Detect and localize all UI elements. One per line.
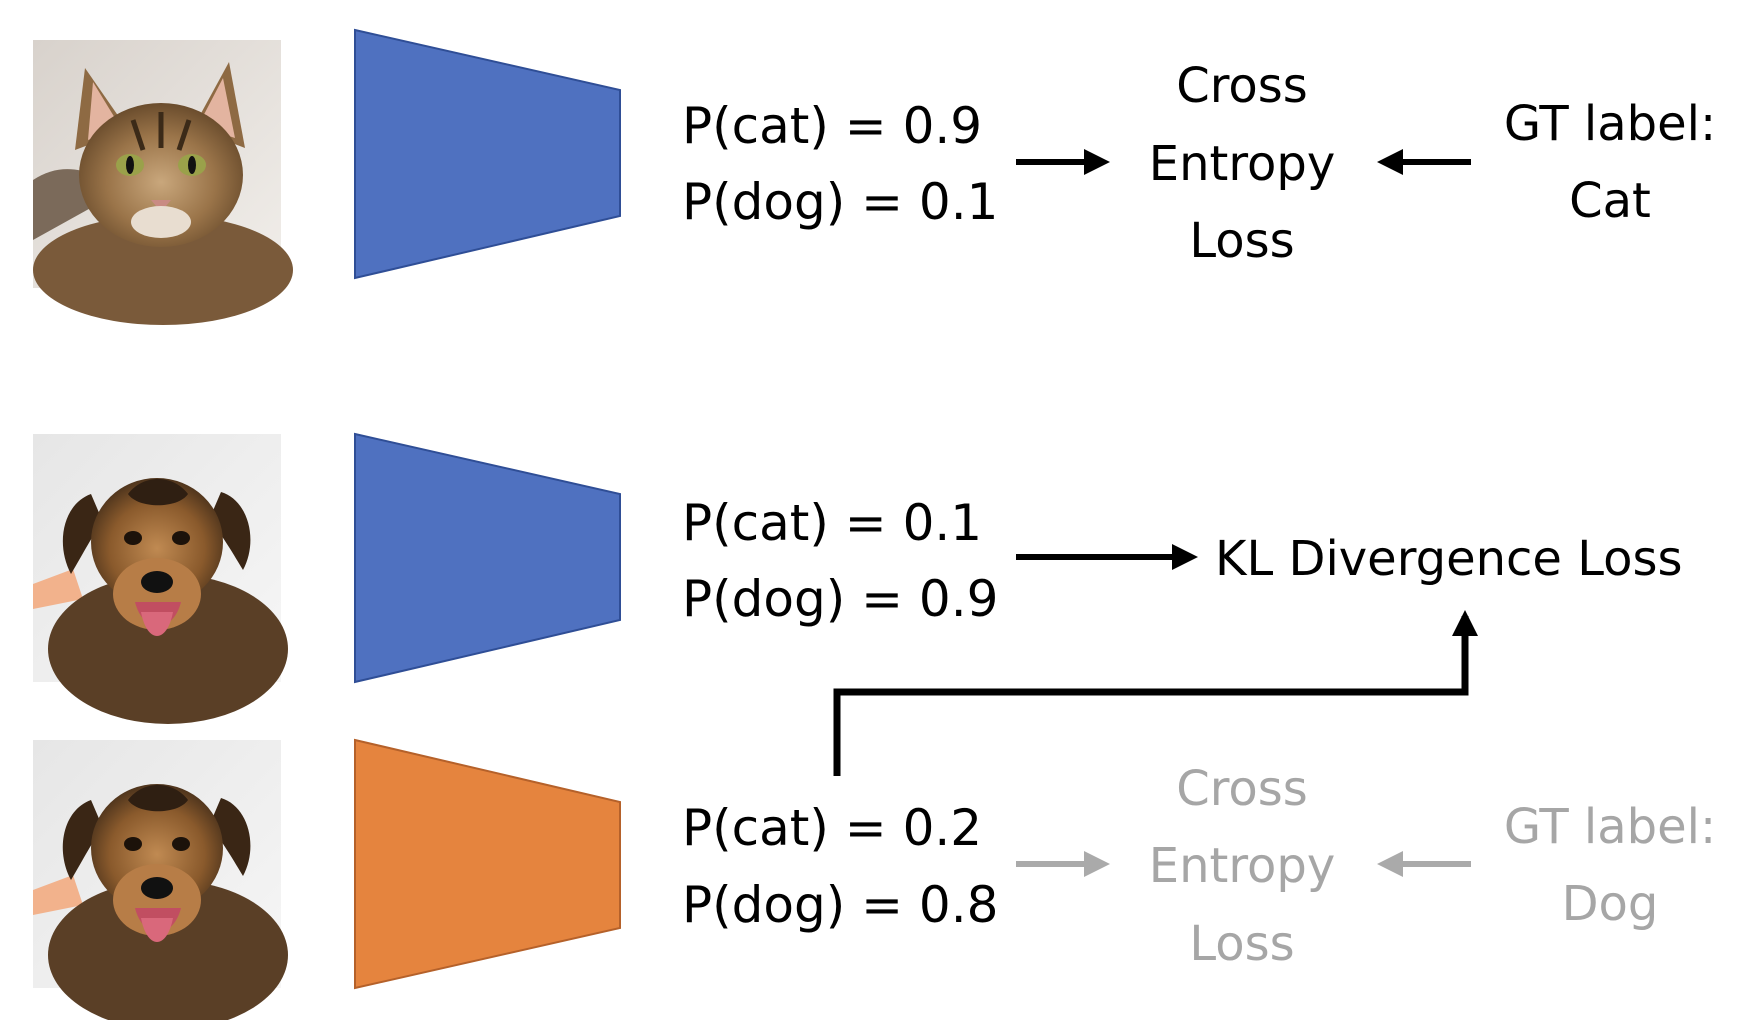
row1-gt-line-1: GT label:: [1504, 96, 1716, 152]
row2-p-dog: P(dog) = 0.9: [682, 570, 998, 628]
row3-p-dog: P(dog) = 0.8: [682, 876, 998, 934]
dog-photo-2: [33, 740, 288, 1020]
row3-loss-line-2: Entropy: [1149, 838, 1336, 894]
row1-loss-line-1: Cross: [1176, 58, 1308, 114]
row3-p-cat: P(cat) = 0.2: [682, 799, 982, 857]
row1-loss-line-2: Entropy: [1149, 136, 1336, 192]
row1-gt-line-2: Cat: [1569, 173, 1651, 229]
kl-divergence-loss: KL Divergence Loss: [1215, 531, 1682, 587]
row1-p-dog: P(dog) = 0.1: [682, 173, 998, 231]
cat-photo: [33, 40, 293, 325]
row2-p-cat: P(cat) = 0.1: [682, 494, 982, 552]
row3-loss-line-3: Loss: [1189, 916, 1294, 972]
network-orange-bottom: [354, 738, 621, 990]
row3-gt-line-1: GT label:: [1504, 799, 1716, 855]
network-blue-middle: [354, 432, 621, 684]
row3-gt-line-2: Dog: [1562, 876, 1659, 932]
row-2: P(cat) = 0.1 P(dog) = 0.9 KL Divergence …: [33, 432, 1682, 776]
row3-gt-label: GT label: Dog: [1504, 799, 1716, 932]
row3-cross-entropy-loss: Cross Entropy Loss: [1149, 761, 1336, 972]
row1-gt-label: GT label: Cat: [1504, 96, 1716, 229]
dog-photo-1: [33, 434, 288, 724]
row3-loss-line-1: Cross: [1176, 761, 1308, 817]
row1-cross-entropy-loss: Cross Entropy Loss: [1149, 58, 1336, 269]
row1-loss-line-3: Loss: [1189, 213, 1294, 269]
row-3: P(cat) = 0.2 P(dog) = 0.8 Cross Entropy …: [33, 738, 1716, 1020]
row3-to-kl-connector: [833, 610, 1478, 776]
row1-p-cat: P(cat) = 0.9: [682, 97, 982, 155]
row-1: P(cat) = 0.9 P(dog) = 0.1 Cross Entropy …: [33, 28, 1716, 325]
network-blue-top: [354, 28, 621, 280]
